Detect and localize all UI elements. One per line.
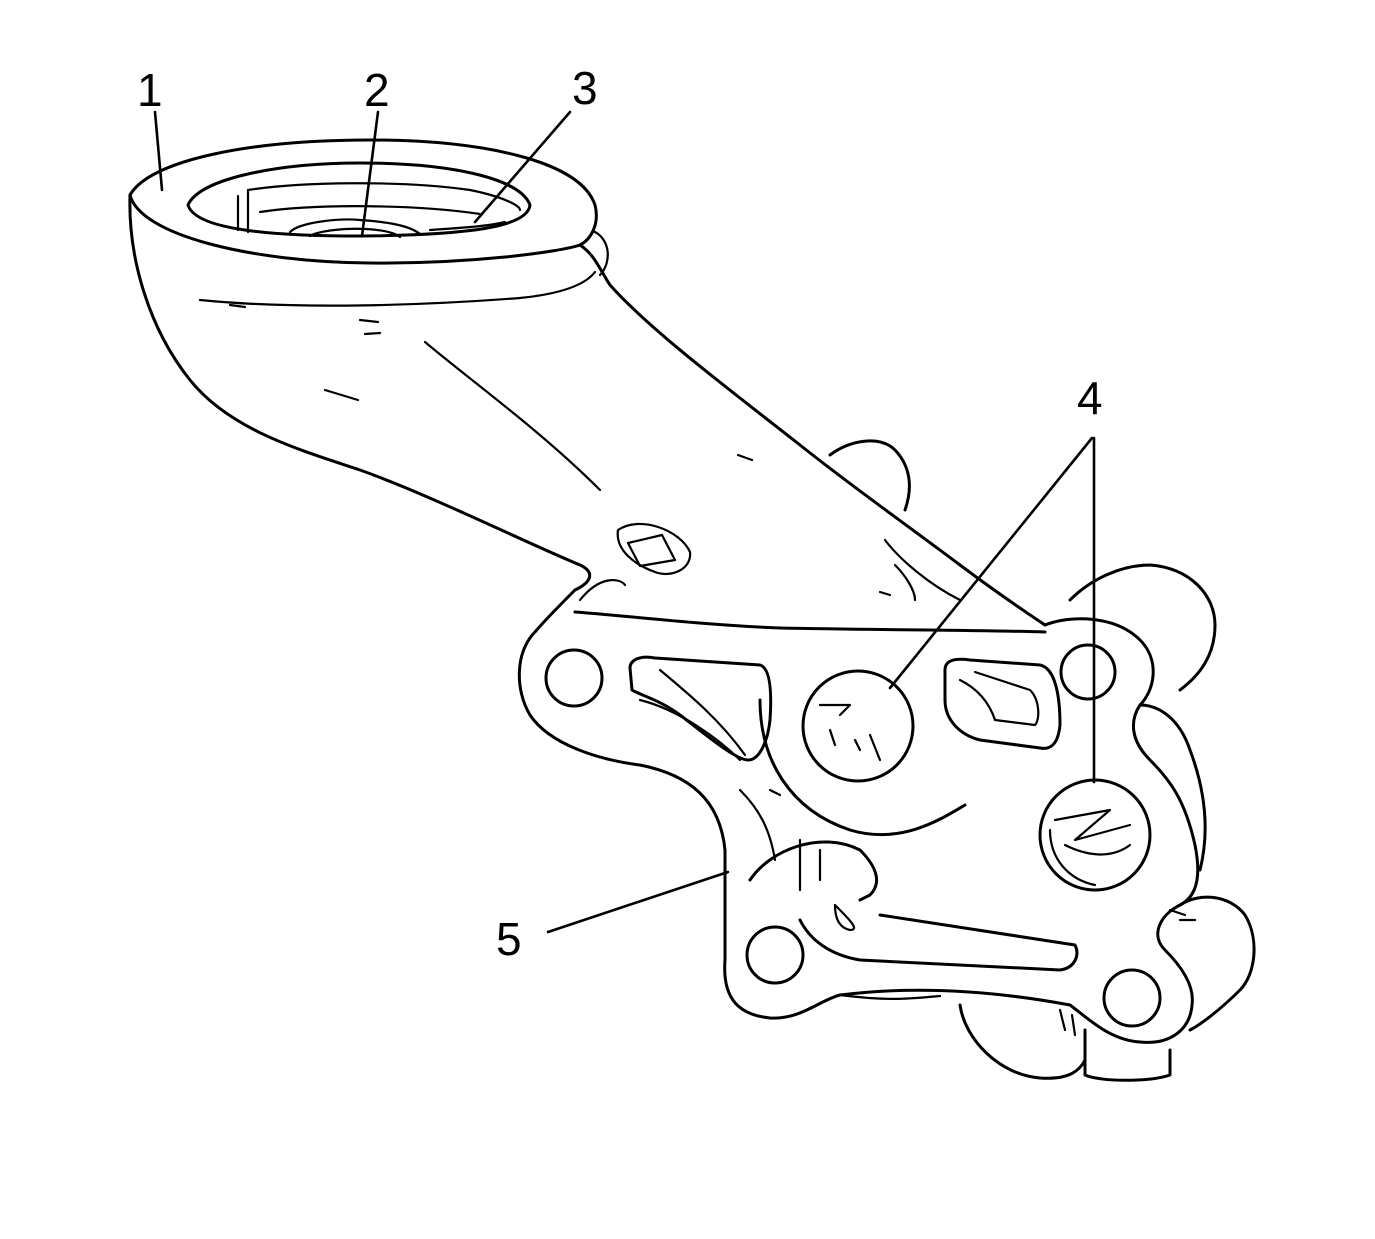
pickup-tube [128,193,1047,627]
callout-4: 4 [1077,372,1103,424]
leader-4a [888,436,1094,690]
leader-2 [360,110,380,238]
leader-3 [473,110,572,224]
leader-lines [153,110,1096,934]
leader-1 [153,110,164,192]
callout-1: 1 [137,64,163,116]
callout-5: 5 [496,913,522,965]
leader-5 [546,870,730,934]
callout-labels: 1 2 3 4 5 [137,62,1103,965]
pump-flange [517,563,1256,1082]
callout-2: 2 [364,64,390,116]
callout-3: 3 [572,62,598,114]
pickup-bell [128,138,598,265]
